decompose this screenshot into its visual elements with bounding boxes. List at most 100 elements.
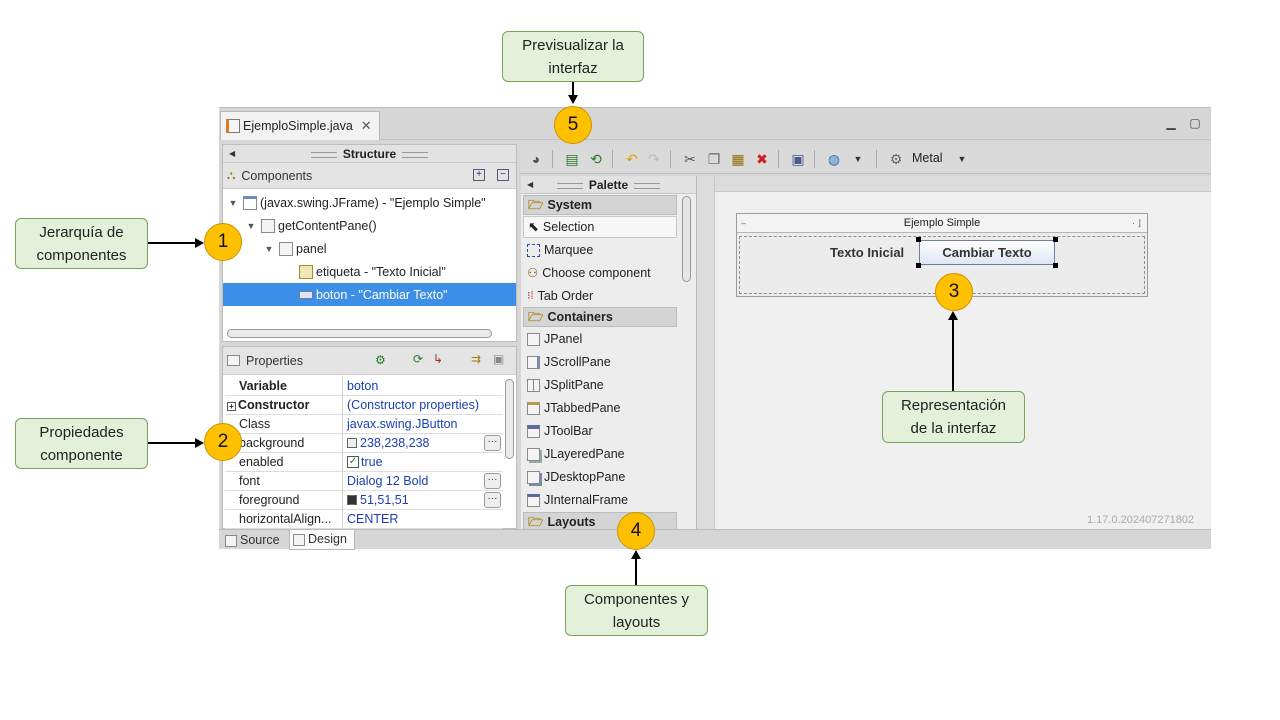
horizontal-scrollbar[interactable] [227, 329, 492, 338]
chevron-down-icon[interactable]: ▼ [246, 220, 256, 231]
preview-jframe[interactable]: – Ejemplo Simple · ⌋ Texto Inicial Cambi… [736, 213, 1148, 297]
prop-value[interactable]: javax.swing.JButton [347, 417, 458, 431]
palette-item-jtoolbar[interactable]: JToolBar [523, 420, 677, 442]
selection-handle[interactable] [916, 263, 921, 268]
palette-category-containers[interactable]: 🗁Containers [523, 307, 677, 327]
expand-all-icon[interactable]: + [473, 169, 485, 181]
prop-name-container: +Constructor [225, 396, 343, 414]
palette-title-bar: ◀ Palette [521, 176, 696, 194]
palette-item-jsplitpane[interactable]: JSplitPane [523, 374, 677, 396]
prop-value-container[interactable]: ✓true [343, 453, 503, 471]
selection-handle[interactable] [916, 237, 921, 242]
chevron-down-icon[interactable]: ▼ [228, 197, 238, 208]
prop-name: background [225, 434, 343, 452]
collapse-left-icon[interactable]: ◀ [229, 149, 236, 158]
prop-name: horizontalAlign... [225, 510, 343, 528]
palette-item-jinternalframe[interactable]: JInternalFrame [523, 489, 677, 511]
horizontal-ruler [715, 176, 1211, 192]
chevron-down-icon[interactable]: ▼ [957, 154, 967, 164]
palette-item-tab-order[interactable]: ⁝⁞Tab Order [523, 285, 677, 307]
tree-row-etiqueta[interactable]: etiqueta - "Texto Inicial" [223, 260, 518, 283]
tab-source[interactable]: Source [221, 531, 287, 550]
prop-row-background[interactable]: background 238,238,238 ··· [225, 434, 503, 453]
show-events-icon[interactable]: ⚙ [375, 353, 386, 367]
selection-handle[interactable] [1053, 237, 1058, 242]
local-to-field-icon[interactable]: ↳ [433, 352, 444, 366]
prop-value-container[interactable]: 238,238,238 [343, 434, 503, 452]
look-and-feel-icon[interactable]: ⚙ [889, 151, 903, 167]
refresh-icon[interactable]: ⟲ [590, 151, 602, 167]
palette-item-jpanel[interactable]: JPanel [523, 328, 677, 350]
properties-label: Properties [246, 353, 303, 368]
selection-handle[interactable] [1053, 263, 1058, 268]
prop-value[interactable]: CENTER [347, 512, 399, 526]
copy-icon[interactable]: ❐ [707, 151, 721, 167]
prop-name: enabled [225, 453, 343, 471]
prop-row-enabled[interactable]: enabled ✓true [225, 453, 503, 472]
tree-row-jframe[interactable]: ▼ (javax.swing.JFrame) - "Ejemplo Simple… [223, 191, 518, 214]
paste-icon[interactable]: ▦ [731, 151, 745, 167]
prop-value[interactable]: Dialog 12 Bold [347, 474, 429, 488]
palette-item-jtabbedpane[interactable]: JTabbedPane [523, 397, 677, 419]
checkbox-checked-icon[interactable]: ✓ [347, 456, 359, 468]
undo-icon[interactable]: ↶ [626, 151, 638, 167]
palette-category-system[interactable]: 🗁System [523, 195, 677, 215]
tab-order-icon[interactable]: ▣ [791, 151, 805, 167]
close-icon[interactable]: ✕ [360, 118, 372, 133]
category-label: Layouts [547, 515, 596, 529]
palette-item-label: Marquee [544, 243, 594, 257]
file-tab[interactable]: EjemploSimple.java ✕ [220, 111, 380, 140]
cut-icon[interactable]: ✂ [684, 151, 696, 167]
test-gui-icon[interactable]: ◕ [531, 151, 541, 167]
grip-icon [556, 182, 583, 189]
prop-row-halign[interactable]: horizontalAlign... CENTER [225, 510, 503, 529]
properties-header: Properties ⚙ ⟳ ↳ ⇉ ▣ [223, 347, 516, 375]
palette-item-choose-component[interactable]: ⚇Choose component [523, 262, 677, 284]
prop-row-variable[interactable]: Variable boton [225, 377, 503, 396]
tree-row-boton[interactable]: boton - "Cambiar Texto" [223, 283, 516, 306]
prop-value[interactable]: boton [347, 379, 379, 393]
prop-value[interactable]: (Constructor properties) [347, 398, 479, 412]
chevron-down-icon[interactable]: ▼ [264, 243, 274, 254]
jsplitpane-icon [527, 378, 540, 392]
tree-row-contentpane[interactable]: ▼ getContentPane() [223, 214, 518, 237]
palette-item-marquee[interactable]: Marquee [523, 239, 677, 261]
palette-item-jscrollpane[interactable]: JScrollPane [523, 351, 677, 373]
maximize-icon[interactable]: ▢ [1189, 116, 1201, 130]
tree-row-panel[interactable]: ▼ panel [223, 237, 518, 260]
look-and-feel-label[interactable]: Metal [912, 151, 943, 165]
preview-label-etiqueta[interactable]: Texto Inicial [830, 245, 905, 260]
preview-button-boton[interactable]: Cambiar Texto [919, 240, 1055, 265]
prop-row-class[interactable]: Class javax.swing.JButton [225, 415, 503, 434]
components-header: ⛬ Components + − [223, 163, 516, 189]
tree-label: boton - "Cambiar Texto" [316, 287, 448, 302]
prop-row-foreground[interactable]: foreground 51,51,51 ··· [225, 491, 503, 510]
prop-value-container[interactable]: 51,51,51 [343, 491, 503, 509]
go-to-source-icon[interactable]: ▤ [565, 151, 579, 167]
arrow-representation [952, 318, 954, 391]
redo-icon[interactable]: ↷ [648, 151, 660, 167]
properties-scrollbar[interactable] [505, 379, 514, 459]
goto-definition-icon[interactable]: ⟳ [413, 352, 424, 366]
palette-item-jlayeredpane[interactable]: JLayeredPane [523, 443, 677, 465]
edit-font-button[interactable]: ··· [484, 473, 501, 489]
collapse-all-icon[interactable]: − [497, 169, 509, 181]
edit-background-button[interactable]: ··· [484, 435, 501, 451]
palette-item-jdesktoppane[interactable]: JDesktopPane [523, 466, 677, 488]
prop-row-font[interactable]: font Dialog 12 Bold ··· [225, 472, 503, 491]
structure-title-bar: ◀ Structure [223, 145, 516, 163]
palette-scrollbar[interactable] [682, 196, 691, 282]
edit-foreground-button[interactable]: ··· [484, 492, 501, 508]
globe-icon[interactable]: ◍ [827, 151, 841, 167]
prop-row-constructor[interactable]: +Constructor (Constructor properties) [225, 396, 503, 415]
tab-design[interactable]: Design [289, 530, 355, 550]
collapse-left-icon[interactable]: ◀ [527, 180, 534, 189]
expand-plus-icon[interactable]: + [227, 402, 236, 411]
palette-item-selection[interactable]: ⬉Selection [523, 216, 677, 238]
delete-icon[interactable]: ✖ [756, 151, 768, 167]
restore-default-icon[interactable]: ▣ [493, 352, 505, 366]
chevron-down-icon[interactable]: ▼ [853, 154, 863, 164]
callout-properties: Propiedades componente [15, 418, 148, 469]
show-advanced-icon[interactable]: ⇉ [471, 352, 482, 366]
minimize-icon[interactable]: ▁ [1166, 116, 1176, 130]
